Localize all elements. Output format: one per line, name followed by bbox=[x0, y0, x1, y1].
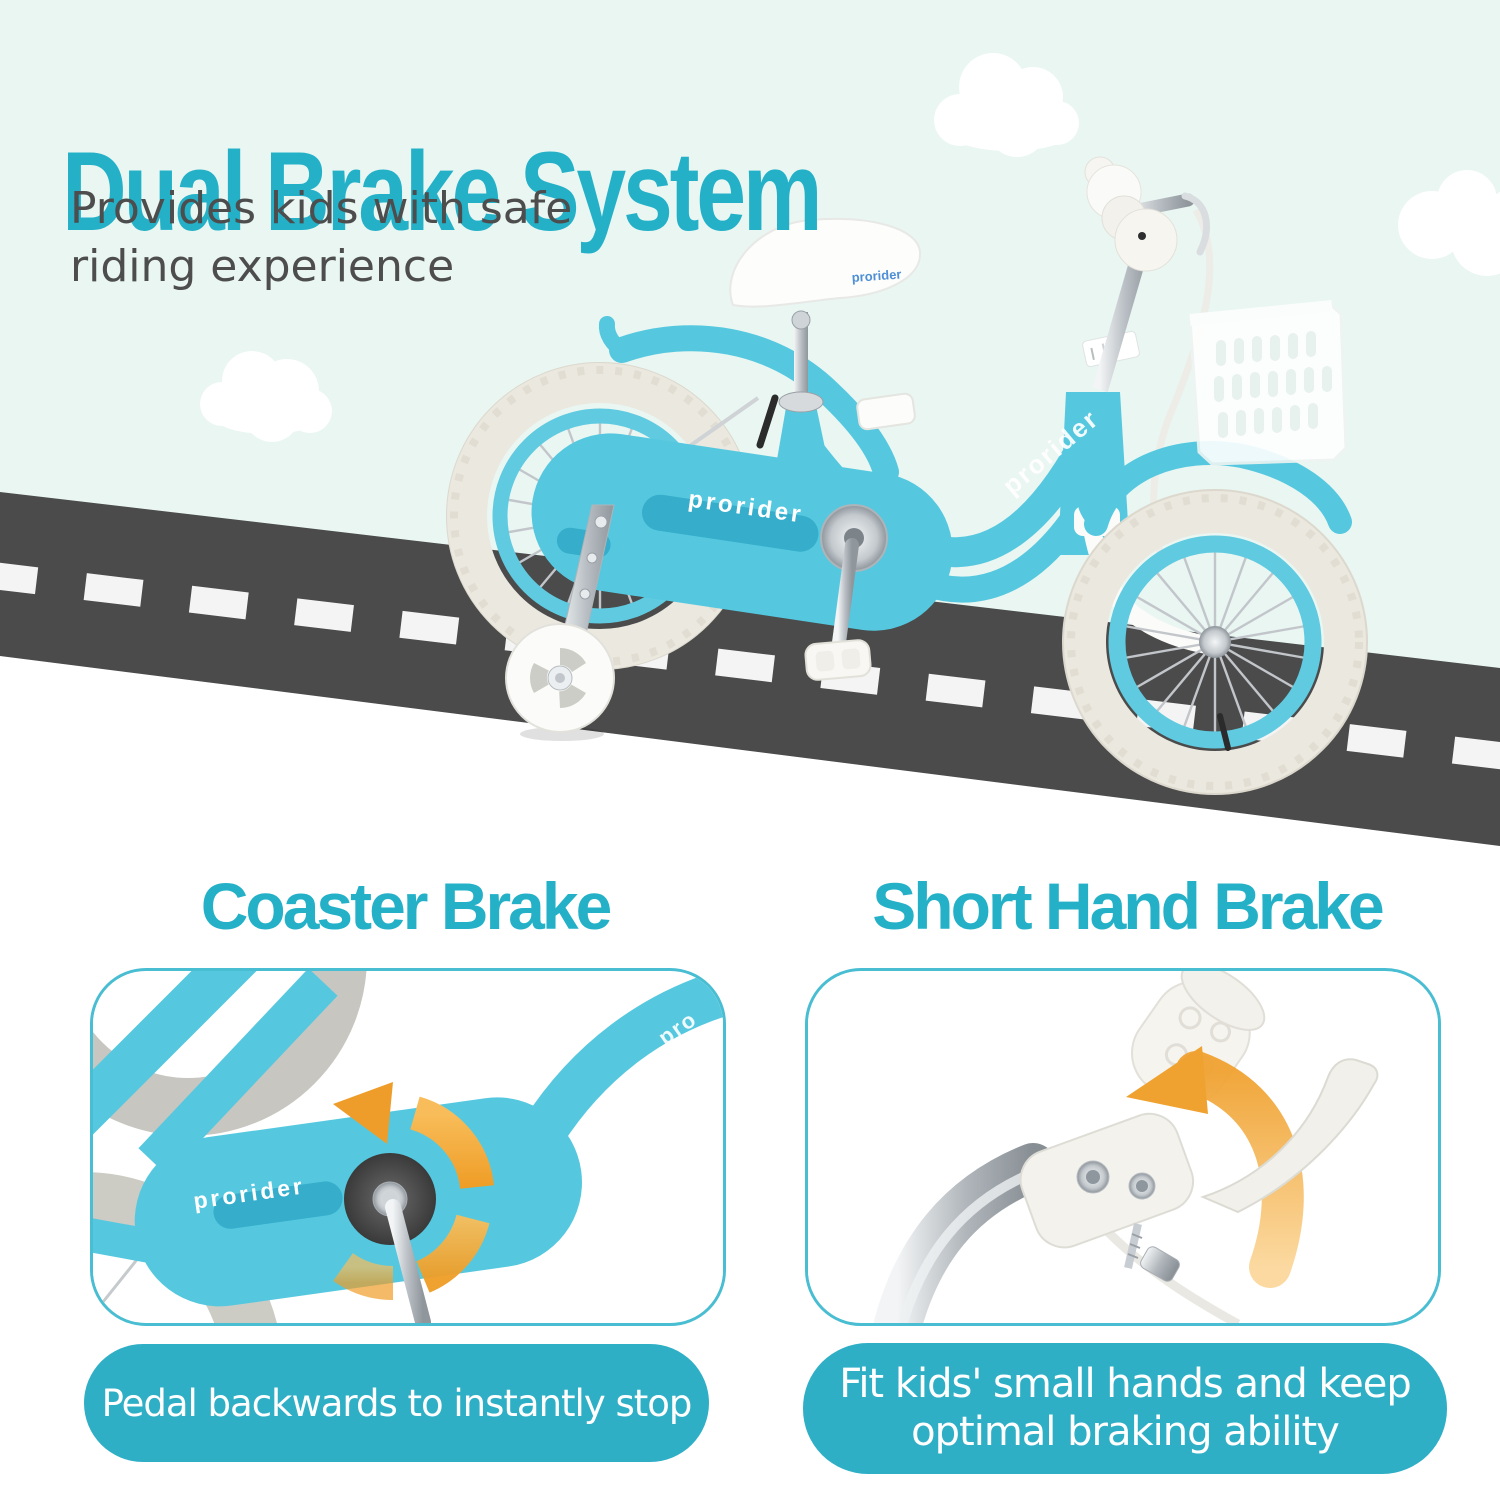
crank bbox=[804, 504, 888, 681]
coaster-brake-card: pro prorider bbox=[90, 968, 726, 1326]
short-hand-brake-heading: Short Hand Brake bbox=[872, 869, 1384, 943]
pedal bbox=[804, 639, 872, 681]
subtitle-line: riding experience bbox=[70, 241, 455, 293]
rotation-arrow-icon bbox=[333, 1096, 494, 1301]
bike: prorider prorider bbox=[446, 156, 1368, 795]
adjuster-screw bbox=[1124, 1223, 1180, 1282]
coaster-brake-photo: pro prorider bbox=[93, 971, 723, 1323]
coaster-brake-heading: Coaster Brake bbox=[200, 869, 613, 943]
short-hand-brake-caption: Fit kids' small hands and keep optimal b… bbox=[803, 1343, 1447, 1474]
cloud-icon bbox=[1398, 170, 1500, 276]
pull-arrow-icon bbox=[1175, 1051, 1304, 1288]
subtitle-line: Provides kids with safe bbox=[70, 183, 573, 234]
front-wheel bbox=[1062, 489, 1368, 795]
page-subtitle: Provides kids with safe riding experienc… bbox=[70, 180, 572, 296]
cloud-icon bbox=[934, 53, 1079, 157]
cloud-icon bbox=[200, 351, 332, 442]
page-title: Dual Brake System bbox=[62, 129, 823, 255]
saddle-brand-label: prorider bbox=[851, 267, 902, 285]
brake-cable-detail bbox=[1104, 1228, 1241, 1323]
crank-arm-detail bbox=[385, 1199, 431, 1323]
pull-arrow-head bbox=[1126, 1046, 1208, 1114]
hand-brake-photo bbox=[808, 971, 1438, 1323]
saddle-reflector bbox=[856, 392, 916, 431]
down-tube-detail bbox=[523, 971, 723, 1145]
brake-lever-blade bbox=[1200, 1058, 1379, 1214]
handlebar bbox=[1084, 156, 1214, 562]
fender-stay bbox=[756, 394, 779, 449]
saddle: prorider bbox=[729, 217, 922, 431]
brake-lever bbox=[1181, 192, 1211, 256]
valve-stem bbox=[1217, 713, 1231, 751]
basket bbox=[1188, 300, 1348, 466]
training-wheel bbox=[505, 504, 615, 741]
short-hand-brake-card bbox=[805, 968, 1441, 1326]
coaster-brake-caption: Pedal backwards to instantly stop bbox=[84, 1344, 709, 1462]
handlebar-grip bbox=[1114, 208, 1178, 272]
rotation-arrow-head bbox=[333, 1082, 393, 1144]
